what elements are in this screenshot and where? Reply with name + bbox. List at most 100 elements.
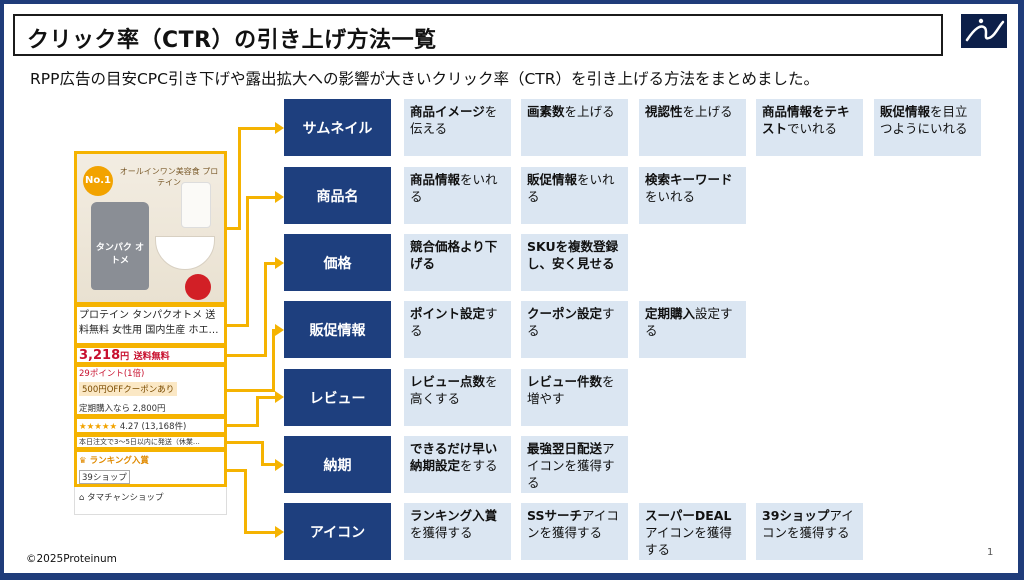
star-rating-icon: ★★★★★: [79, 422, 118, 432]
method-item: 商品情報をテキストでいれる: [756, 99, 863, 156]
category-promotion: 販促情報: [284, 301, 391, 358]
delivery-info: 本日注文で3～5日以内に発送（休業…: [79, 438, 200, 446]
method-item: できるだけ早い納期設定をする: [404, 436, 511, 493]
method-item: 販促情報を目立つようにいれる: [874, 99, 981, 156]
category-product-name: 商品名: [284, 167, 391, 224]
category-thumbnail: サムネイル: [284, 99, 391, 156]
shop-name: タマチャンショップ: [87, 493, 164, 503]
price-value: 3,218: [79, 348, 121, 363]
method-text: 設定する: [645, 306, 733, 338]
method-item: レビュー件数を増やす: [521, 369, 628, 426]
method-keyword: ランキング入賞: [410, 508, 498, 523]
method-keyword: 商品イメージ: [410, 104, 485, 119]
category-review: レビュー: [284, 369, 391, 426]
method-item: ランキング入賞を獲得する: [404, 503, 511, 560]
ranking-text: ランキング入賞: [89, 456, 149, 466]
product-price: 3,218円 送料無料: [79, 348, 170, 363]
highlight-delivery: [74, 434, 227, 450]
method-keyword: 競合価格より下げる: [410, 239, 498, 271]
rating-value: 4.27 (13,168件): [119, 422, 187, 432]
shop-link[interactable]: ⌂ タマチャンショップ: [79, 491, 164, 503]
highlight-promotion: [74, 364, 227, 417]
method-keyword: SKUを複数登録し、安く見せる: [527, 239, 619, 271]
method-item: 商品情報をいれる: [404, 167, 511, 224]
page-number: 1: [987, 547, 994, 558]
points-label: 29ポイント(1倍): [79, 369, 145, 379]
shipping-label: 送料無料: [133, 352, 170, 362]
product-card[interactable]: オールインワン美容食 プロテイン No.1 タンパク オトメ プロテイン タンパ…: [74, 151, 227, 515]
product-name[interactable]: プロテイン タンパクオトメ 送料無料 女性用 国内生産 ホエ…: [79, 310, 219, 336]
method-keyword: 定期購入: [645, 306, 696, 321]
method-text: する: [410, 306, 498, 338]
method-keyword: 商品情報: [410, 172, 461, 187]
method-text: をする: [460, 458, 498, 473]
method-keyword: 39ショップ: [762, 508, 830, 523]
method-text: をいれる: [527, 172, 615, 204]
method-item: 商品イメージを伝える: [404, 99, 511, 156]
product-thumbnail[interactable]: オールインワン美容食 プロテイン No.1 タンパク オトメ: [77, 154, 224, 302]
method-item: 検索キーワードをいれる: [639, 167, 746, 224]
page-title: クリック率（CTR）の引き上げ方法一覧: [27, 28, 437, 53]
method-item: スーパーDEALアイコンを獲得する: [639, 503, 746, 560]
method-keyword: 検索キーワード: [645, 172, 733, 187]
method-text: を高くする: [410, 374, 498, 406]
crown-icon: ♛: [79, 456, 87, 466]
subscription-price: 定期購入なら 2,800円: [79, 404, 166, 414]
highlight-product-name: [74, 304, 227, 346]
method-keyword: SSサーチ: [527, 508, 582, 523]
method-text: をいれる: [645, 189, 696, 204]
ranking-label: ♛ ランキング入賞: [79, 454, 149, 466]
product-bag-icon: タンパク オトメ: [91, 202, 149, 290]
method-item: 最強翌日配送アイコンを獲得する: [521, 436, 628, 493]
method-item: クーポン設定する: [521, 301, 628, 358]
method-text: アイコンを獲得する: [762, 508, 854, 540]
method-text: アイコンを獲得する: [645, 525, 732, 557]
shop-icon: ⌂: [79, 493, 85, 503]
highlight-thumbnail: [74, 151, 227, 305]
category-icons: アイコン: [284, 503, 391, 560]
bag-label: タンパク オトメ: [95, 243, 145, 266]
method-text: でいれる: [787, 121, 838, 136]
method-keyword: 最強翌日配送: [527, 441, 603, 456]
method-keyword: 商品情報をテキスト: [762, 104, 850, 136]
method-text: をいれる: [410, 172, 498, 204]
method-text: を目立つようにいれる: [880, 104, 968, 136]
method-keyword: できるだけ早い納期設定: [410, 441, 498, 473]
thumbnail-caption: オールインワン美容食 プロテイン: [119, 167, 219, 187]
method-keyword: レビュー件数: [527, 374, 603, 389]
page-subtitle: RPP広告の目安CPC引き下げや露出拡大への影響が大きいクリック率（CTR）を引…: [30, 70, 820, 88]
method-item: 39ショップアイコンを獲得する: [756, 503, 863, 560]
ranking-badge-icon: No.1: [83, 166, 113, 196]
method-keyword: ポイント設定: [410, 306, 486, 321]
method-text: を上げる: [564, 104, 615, 119]
method-item: 定期購入設定する: [639, 301, 746, 358]
coupon-label[interactable]: 500円OFFクーポンあり: [79, 382, 178, 396]
method-item: 競合価格より下げる: [404, 234, 511, 291]
method-text: を獲得する: [410, 525, 473, 540]
method-keyword: 視認性: [645, 104, 683, 119]
method-item: レビュー点数を高くする: [404, 369, 511, 426]
category-price: 価格: [284, 234, 391, 291]
method-keyword: 画素数: [527, 104, 565, 119]
logo-icon: [961, 14, 1007, 48]
method-keyword: クーポン設定: [527, 306, 603, 321]
copyright: ©2025Proteinum: [26, 553, 117, 565]
review-rating[interactable]: ★★★★★ 4.27 (13,168件): [79, 420, 186, 432]
method-item: 販促情報をいれる: [521, 167, 628, 224]
slide: クリック率（CTR）の引き上げ方法一覧 RPP広告の目安CPC引き下げや露出拡大…: [4, 4, 1018, 573]
method-keyword: レビュー点数: [410, 374, 486, 389]
title-box: クリック率（CTR）の引き上げ方法一覧: [13, 14, 943, 56]
method-keyword: 販促情報: [527, 172, 578, 187]
method-text: アイコンを獲得する: [527, 441, 615, 490]
method-text: する: [527, 306, 615, 338]
method-text: を伝える: [410, 104, 498, 136]
highlight-icons: [74, 449, 227, 487]
category-delivery: 納期: [284, 436, 391, 493]
highlight-review: [74, 416, 227, 435]
price-unit: 円: [120, 352, 130, 362]
method-item: SSサーチアイコンを獲得する: [521, 503, 628, 560]
seal-icon: [185, 274, 211, 300]
method-item: 視認性を上げる: [639, 99, 746, 156]
method-text: アイコンを獲得する: [527, 508, 619, 540]
milk-glass-icon: [181, 182, 211, 228]
